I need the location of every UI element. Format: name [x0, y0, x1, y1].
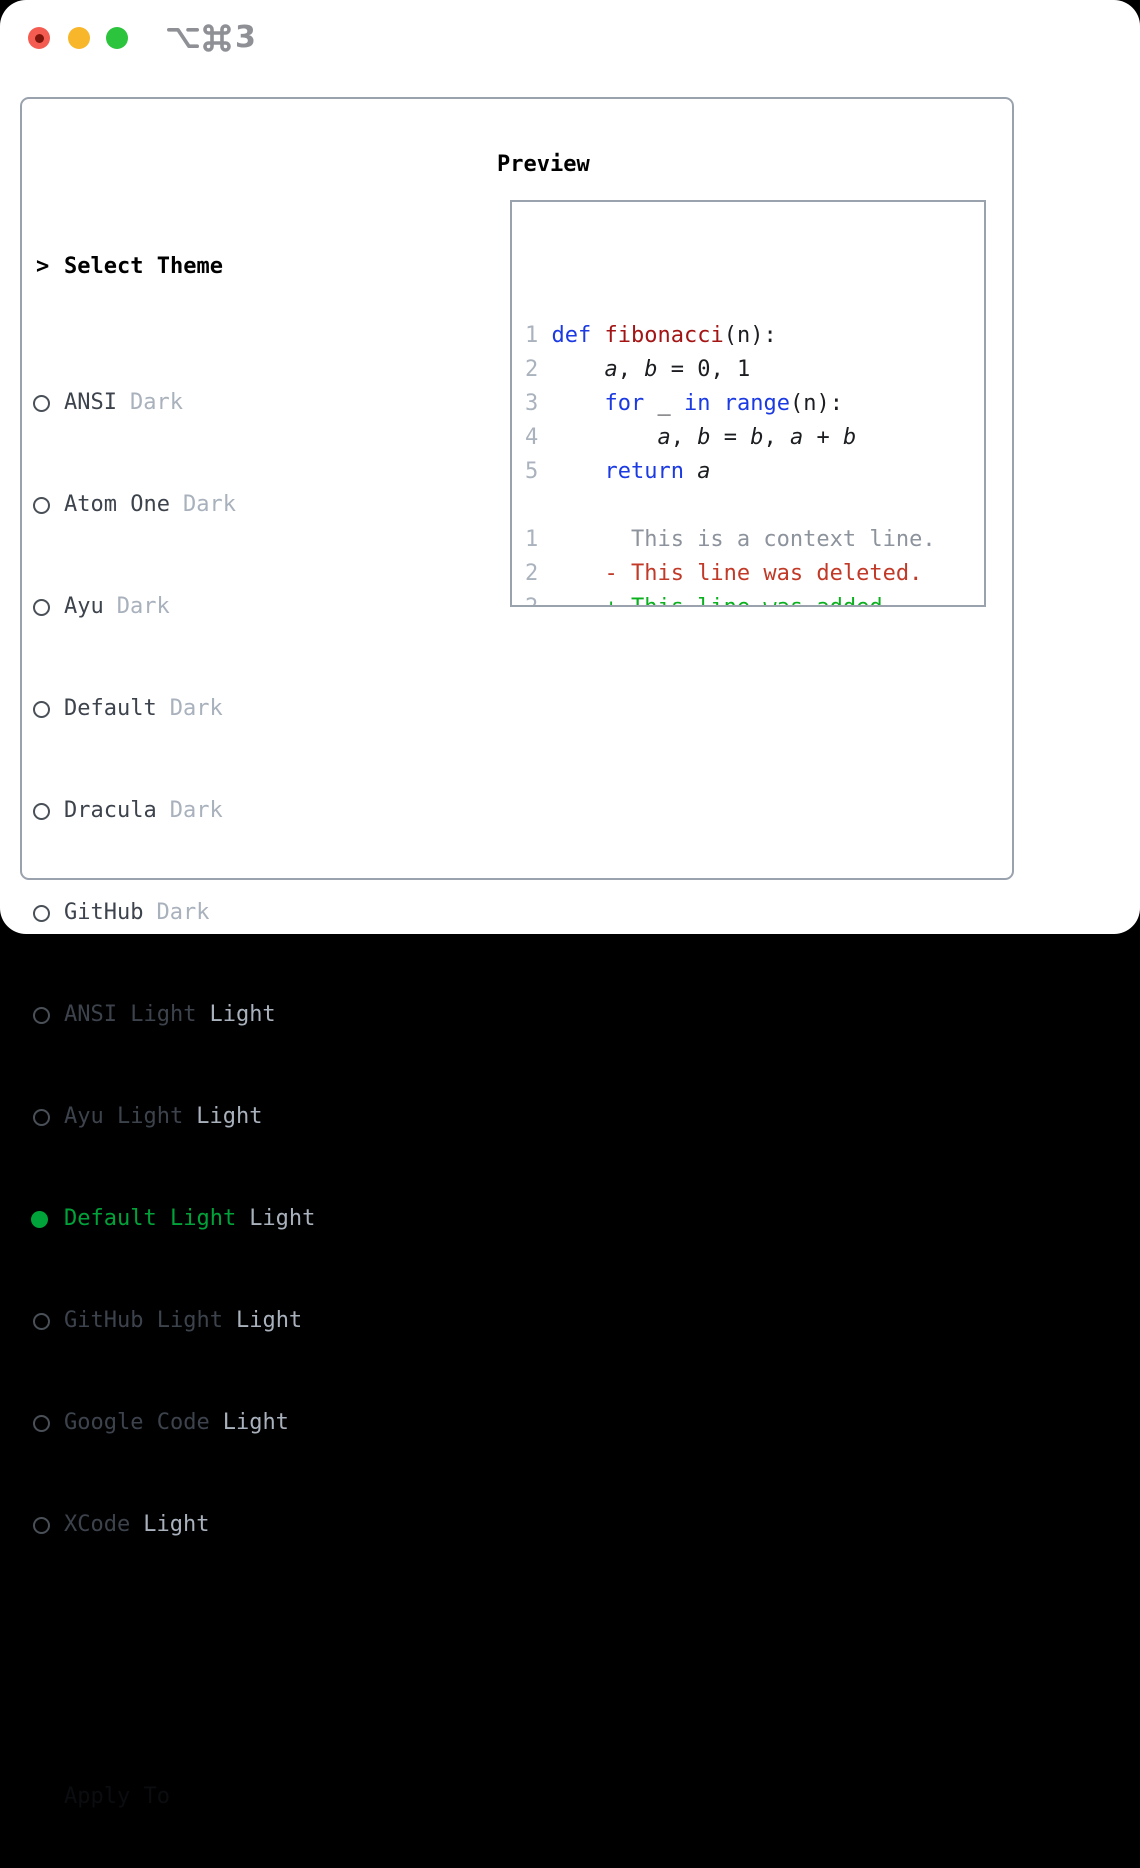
code-token: =	[710, 425, 751, 450]
code-token: ,	[763, 425, 790, 450]
main-panel: > Select Theme ANSI Dark Atom One Dark A…	[20, 97, 1014, 1809]
code-line: 1 def fibonacci(n):	[525, 319, 984, 353]
radio-icon	[31, 1304, 64, 1338]
section-title: Select Theme	[64, 254, 223, 279]
code-token: a	[697, 459, 711, 484]
code-token	[538, 459, 604, 484]
radio-icon	[31, 794, 64, 828]
line-number: 5	[525, 459, 539, 484]
code-token: ,	[670, 425, 698, 450]
preview-title: Preview	[497, 152, 590, 177]
code-token	[684, 459, 697, 484]
code-token	[538, 391, 604, 416]
code-token: range	[723, 391, 790, 416]
theme-option-github-dark[interactable]: GitHub Dark	[31, 896, 402, 930]
window-title-number: 3	[235, 20, 256, 55]
radio-selected-icon	[31, 1202, 64, 1236]
code-token: a	[789, 425, 804, 450]
radio-icon	[31, 1406, 64, 1440]
code-token: +	[803, 425, 843, 450]
diff-text: This is a context line.	[538, 527, 936, 552]
code-token	[538, 323, 551, 348]
section-title: Apply To	[64, 1784, 170, 1809]
line-number: 1	[525, 527, 539, 552]
code-token: in	[683, 391, 711, 416]
theme-option-github-light[interactable]: GitHub Light Light	[31, 1304, 402, 1338]
close-button[interactable]	[28, 27, 50, 49]
code-line: 5 return a	[525, 455, 984, 489]
minimize-button[interactable]	[68, 27, 90, 49]
code-token: def	[551, 323, 592, 348]
code-token: b	[750, 425, 764, 450]
radio-icon	[31, 488, 64, 522]
line-number: 1	[525, 323, 539, 348]
theme-option-atom-one-dark[interactable]: Atom One Dark	[31, 488, 402, 522]
code-token: b	[644, 357, 658, 382]
blank-line	[525, 489, 984, 523]
window-title: 3	[167, 19, 256, 57]
code-token: _	[644, 391, 684, 416]
theme-option-default-dark[interactable]: Default Dark	[31, 692, 402, 726]
line-number: 2	[525, 357, 539, 382]
theme-option-ansi-light[interactable]: ANSI Light Light	[31, 998, 402, 1032]
radio-icon	[31, 998, 64, 1032]
line-number: 2	[525, 561, 539, 586]
theme-option-dracula-dark[interactable]: Dracula Dark	[31, 794, 402, 828]
theme-option-default-light[interactable]: Default Light Light	[31, 1202, 402, 1236]
theme-option-ansi-dark[interactable]: ANSI Dark	[31, 386, 402, 420]
line-number: 3	[525, 391, 539, 416]
code-token: for	[604, 391, 645, 416]
theme-option-ayu-dark[interactable]: Ayu Dark	[31, 590, 402, 624]
radio-icon	[31, 692, 64, 726]
code-token	[591, 323, 604, 348]
diff-line: 2 - This line was deleted.	[525, 557, 984, 591]
radio-icon	[31, 590, 64, 624]
code-token: fibonacci	[604, 323, 724, 348]
theme-option-google-code[interactable]: Google Code Light	[31, 1406, 402, 1440]
code-token: (n):	[723, 323, 777, 348]
code-token	[538, 425, 657, 450]
code-token	[538, 357, 604, 382]
code-token: b	[697, 425, 711, 450]
line-number: 2	[525, 595, 538, 605]
radio-icon	[31, 1508, 64, 1542]
radio-icon	[31, 386, 64, 420]
theme-menu: > Select Theme ANSI Dark Atom One Dark A…	[31, 148, 402, 1868]
code-token: = 0, 1	[657, 357, 751, 382]
command-icon	[202, 23, 232, 53]
code-token: a	[657, 425, 671, 450]
code-token: a	[604, 357, 618, 382]
code-token	[710, 391, 723, 416]
theme-option-ayu-light[interactable]: Ayu Light Light	[31, 1100, 402, 1134]
diff-text: + This line was added.	[538, 595, 895, 605]
select-theme-header: > Select Theme	[31, 250, 402, 284]
prompt-icon: >	[36, 254, 50, 279]
line-number: 4	[525, 425, 539, 450]
zoom-button[interactable]	[106, 27, 128, 49]
code-token: return	[604, 459, 684, 484]
apply-to-header: Apply To	[31, 1780, 402, 1814]
code-line: 4 a, b = b, a + b	[525, 421, 984, 455]
app-window: 3 > Select Theme ANSI Dark Atom One Dark…	[0, 0, 1140, 1809]
diff-line: 2 + This line was added.	[525, 591, 984, 605]
option-icon	[167, 23, 199, 53]
code-token: ,	[617, 357, 645, 382]
code-token: b	[842, 425, 857, 450]
code-line: 2 a, b = 0, 1	[525, 353, 984, 387]
theme-option-xcode[interactable]: XCode Light	[31, 1508, 402, 1542]
diff-text: - This line was deleted.	[538, 561, 923, 586]
code-token: (n):	[789, 391, 843, 416]
radio-icon	[31, 896, 64, 930]
radio-icon	[31, 1100, 64, 1134]
code-line: 3 for _ in range(n):	[525, 387, 984, 421]
diff-line: 1 This is a context line.	[525, 523, 984, 557]
